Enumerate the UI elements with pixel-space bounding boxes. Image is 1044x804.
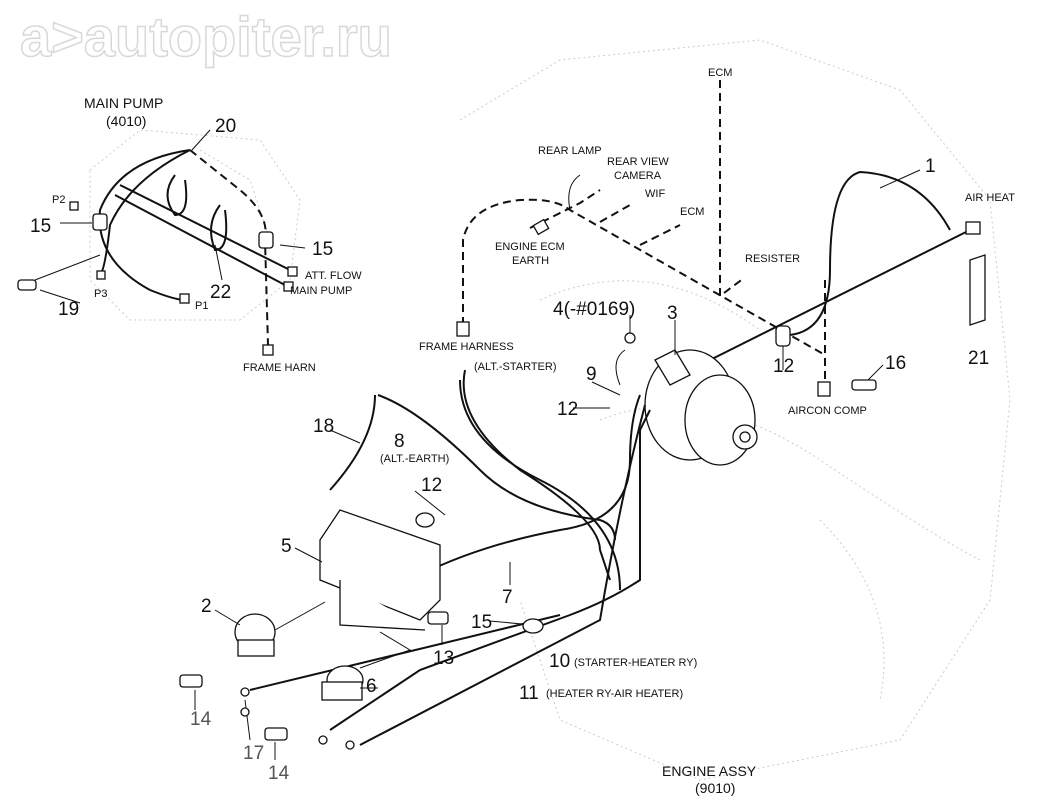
label-wif: WIF bbox=[645, 188, 665, 200]
callout-5: 5 bbox=[281, 536, 292, 557]
main-pump-outline bbox=[89, 129, 301, 321]
callout-14-a: 14 bbox=[190, 709, 212, 730]
label-p1: P1 bbox=[195, 300, 208, 312]
label-air-heat: AIR HEAT bbox=[965, 192, 1015, 204]
callout-22: 22 bbox=[210, 282, 231, 303]
label-alt-earth: (ALT.-EARTH) bbox=[380, 453, 449, 465]
callout-13: 13 bbox=[433, 648, 454, 669]
label-ecm-top: ECM bbox=[708, 67, 732, 79]
callout-18: 18 bbox=[313, 416, 334, 437]
callout-15-b: 15 bbox=[312, 239, 333, 260]
callout-7: 7 bbox=[502, 587, 513, 608]
callout-11-desc: (HEATER RY-AIR HEATER) bbox=[546, 688, 683, 700]
label-main-pump: MAIN PUMP bbox=[290, 285, 352, 297]
watermark: a>autopiter.ru bbox=[20, 5, 392, 68]
label-p3: P3 bbox=[94, 288, 107, 300]
callout-12-b: 12 bbox=[557, 399, 578, 420]
label-ecm: ECM bbox=[680, 206, 704, 218]
main-pump-title: MAIN PUMP bbox=[84, 95, 163, 111]
label-resister: RESISTER bbox=[745, 253, 800, 265]
callout-19: 19 bbox=[58, 299, 79, 320]
callout-6: 6 bbox=[366, 676, 377, 697]
label-engine-ecm-earth-1: ENGINE ECM bbox=[495, 241, 565, 253]
label-alt-starter: (ALT.-STARTER) bbox=[474, 361, 557, 373]
callout-8: 8 bbox=[394, 431, 405, 452]
callout-4: 4(-#0169) bbox=[553, 299, 635, 320]
label-frame-harn: FRAME HARN bbox=[243, 362, 316, 374]
callout-16: 16 bbox=[885, 353, 906, 374]
callout-10-desc: (STARTER-HEATER RY) bbox=[574, 657, 697, 669]
engine-assy-title: ENGINE ASSY bbox=[662, 763, 757, 779]
label-aircon-comp: AIRCON COMP bbox=[788, 405, 867, 417]
label-rear-view-camera-2: CAMERA bbox=[614, 170, 662, 182]
label-p2: P2 bbox=[52, 194, 65, 206]
label-rear-lamp: REAR LAMP bbox=[538, 145, 602, 157]
battery-cables bbox=[249, 369, 651, 746]
callout-10: 10 bbox=[549, 651, 570, 672]
engine-assy-code: (9010) bbox=[695, 780, 735, 796]
main-pump-code: (4010) bbox=[106, 113, 146, 129]
callout-14-b: 14 bbox=[268, 763, 290, 784]
callout-20: 20 bbox=[215, 116, 236, 137]
label-frame-harness: FRAME HARNESS bbox=[419, 341, 514, 353]
callout-17: 17 bbox=[243, 743, 264, 764]
callout-12-a: 12 bbox=[773, 356, 794, 377]
callout-3: 3 bbox=[667, 303, 678, 324]
label-rear-view-camera-1: REAR VIEW bbox=[607, 156, 669, 168]
callout-15-a: 15 bbox=[30, 216, 51, 237]
main-pump-harness bbox=[17, 129, 306, 356]
callout-21: 21 bbox=[968, 348, 989, 369]
callout-9: 9 bbox=[586, 364, 597, 385]
callout-11: 11 bbox=[519, 683, 539, 704]
relay-bracket bbox=[179, 509, 449, 760]
callout-15-c: 15 bbox=[471, 612, 492, 633]
callout-2: 2 bbox=[201, 596, 212, 617]
alternator bbox=[615, 315, 758, 466]
engine-harness bbox=[456, 80, 986, 397]
label-engine-ecm-earth-2: EARTH bbox=[512, 255, 549, 267]
callout-12-c: 12 bbox=[421, 475, 442, 496]
callout-1: 1 bbox=[925, 156, 936, 177]
label-att-flow: ATT. FLOW bbox=[305, 270, 362, 282]
